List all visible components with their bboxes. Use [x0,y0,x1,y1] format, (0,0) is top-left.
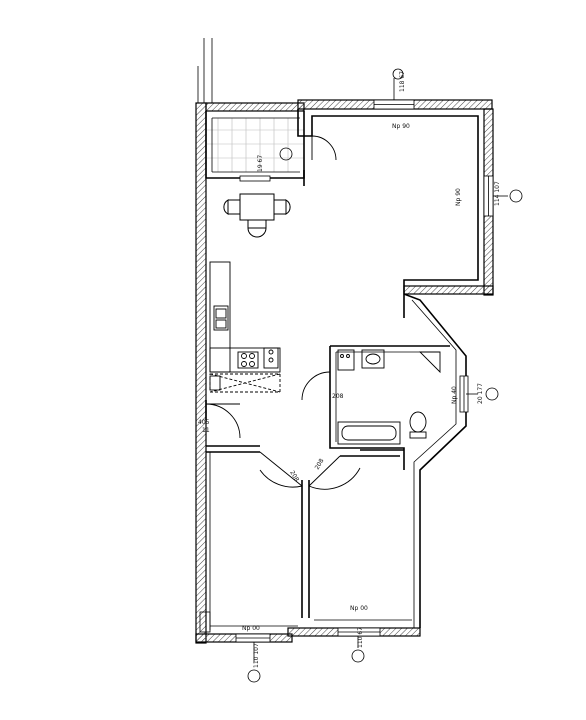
label-bathroom-window: Np 40 [451,386,458,404]
label-bottom-right-window: Np 00 [350,605,368,612]
kitchen-counter [209,261,281,393]
label-bathroom-window-size: 20 177 [477,383,484,404]
entrance-detail [195,420,211,633]
label-entrance-sub: 11 [202,427,210,434]
dining-table [223,193,291,238]
bathroom-fixtures [337,349,441,445]
label-bottom-left-window: Np 00 [242,625,260,632]
label-window-top: Np 90 [392,123,410,130]
label-bedroom-door-left: 208 [288,470,300,484]
label-window-top-height: 118 67 [399,71,406,92]
railing [197,38,213,103]
labels: Np 90 Np 90 114 107 118 67 19 67 208 405… [198,71,501,668]
interior-walls [205,109,479,630]
doors [205,135,361,490]
label-entrance-door: 405 [198,419,210,426]
markers [247,68,523,683]
label-window-right: Np 90 [455,188,462,206]
exterior-walls [195,99,494,644]
label-bottom-left-size: 110 107 [253,643,260,668]
balcony-tiles [206,118,304,172]
label-corridor-door: 208 [332,393,344,400]
label-bottom-right-size: 110 67 [357,627,364,648]
label-window-right-size: 114 107 [494,181,501,206]
label-bedroom-door-right: 208 [314,457,326,471]
label-kitchen-window: 19 67 [257,155,264,172]
windows [235,99,494,643]
